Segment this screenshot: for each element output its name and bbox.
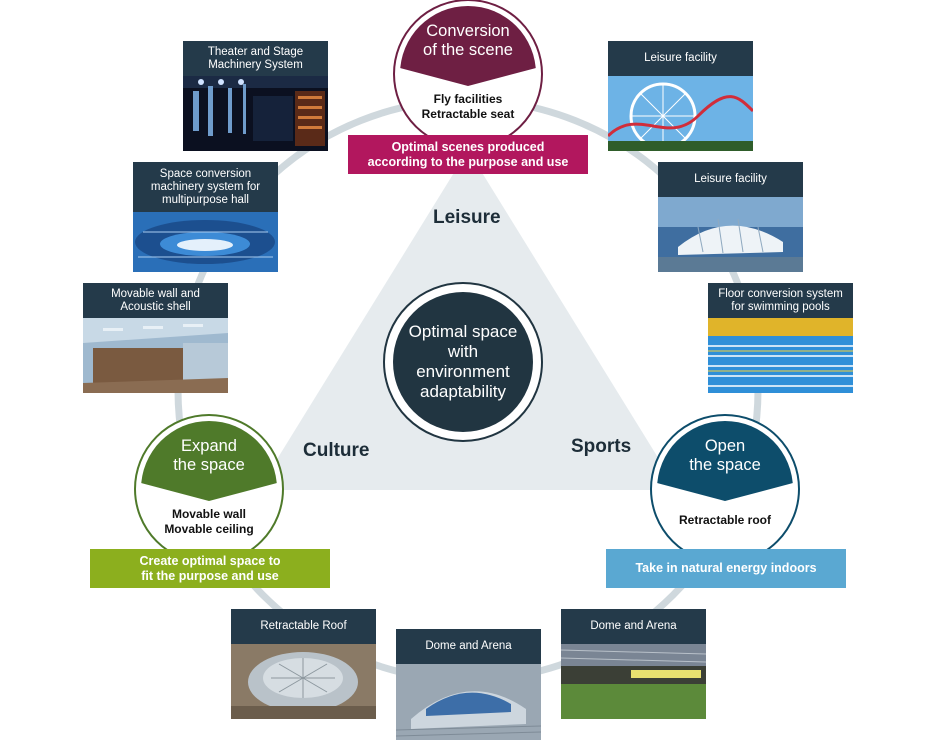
center-line: environment [409,362,518,382]
card-caption-line: Leisure facility [694,173,767,186]
ferris-wheel-photo [608,76,753,151]
card-retractable-roof: Retractable Roof [231,609,376,719]
node-title-line: the space [689,456,761,475]
banner-line: fit the purpose and use [139,569,280,584]
dome-1-photo [396,664,541,740]
card-dome-1: Dome and Arena [396,629,541,740]
card-leisure-2: Leisure facility [658,162,803,272]
card-caption: Dome and Arena [396,629,541,664]
node-open-body: Retractable roof [657,513,793,528]
node-title-line: Conversion [423,22,513,41]
card-leisure-1: Leisure facility [608,41,753,151]
card-caption-line: Theater and Stage [208,46,303,59]
card-caption-line: Floor conversion system [718,288,843,301]
theme-leisure: Leisure [433,207,501,229]
node-body-line: Movable ceiling [141,522,277,537]
card-caption-line: Retractable Roof [260,620,346,633]
card-caption-line: Dome and Arena [425,640,511,653]
center-line: Optimal space [409,322,518,342]
banner-line: Take in natural energy indoors [635,561,816,576]
hall-photo [133,212,278,272]
banner-line: Optimal scenes produced [368,140,569,155]
banner-line: Create optimal space to [139,554,280,569]
card-caption: Leisure facility [608,41,753,76]
card-caption-line: multipurpose hall [151,194,260,207]
center-text: Optimal space with environment adaptabil… [393,292,533,432]
node-body-line: Movable wall [141,507,277,522]
node-title-line: Open [689,437,761,456]
banner-natural-energy: Take in natural energy indoors [606,549,846,588]
node-title-line: of the scene [423,41,513,60]
card-caption: Leisure facility [658,162,803,197]
theme-sports: Sports [571,436,631,458]
node-expand-body: Movable wall Movable ceiling [141,507,277,537]
node-body-line: Retractable seat [400,107,536,122]
card-caption-line: machinery system for [151,181,260,194]
center-line: adaptability [409,382,518,402]
center-circle: Optimal space with environment adaptabil… [383,282,543,442]
node-conversion-body: Fly facilities Retractable seat [400,92,536,122]
card-caption-line: Movable wall and [111,288,200,301]
theme-culture: Culture [303,440,370,462]
node-title-line: the space [173,456,245,475]
movable-wall-photo [83,318,228,393]
banner-line: according to the purpose and use [368,155,569,170]
node-body-line: Fly facilities [400,92,536,107]
card-caption-line: Acoustic shell [111,301,200,314]
card-caption: Retractable Roof [231,609,376,644]
node-body-line: Retractable roof [657,513,793,528]
pool-photo [708,318,853,393]
card-caption-line: Dome and Arena [590,620,676,633]
card-caption: Dome and Arena [561,609,706,644]
retractable-roof-photo [231,644,376,719]
card-caption-line: Space conversion [151,168,260,181]
node-title-line: Expand [173,437,245,456]
card-caption-line: Machinery System [208,59,303,72]
card-dome-2: Dome and Arena [561,609,706,719]
center-line: with [409,342,518,362]
arena-photo [561,644,706,719]
card-caption-line: for swimming pools [718,301,843,314]
card-caption-line: Leisure facility [644,52,717,65]
leisure-dome-photo [658,197,803,272]
theater-photo [183,76,328,151]
